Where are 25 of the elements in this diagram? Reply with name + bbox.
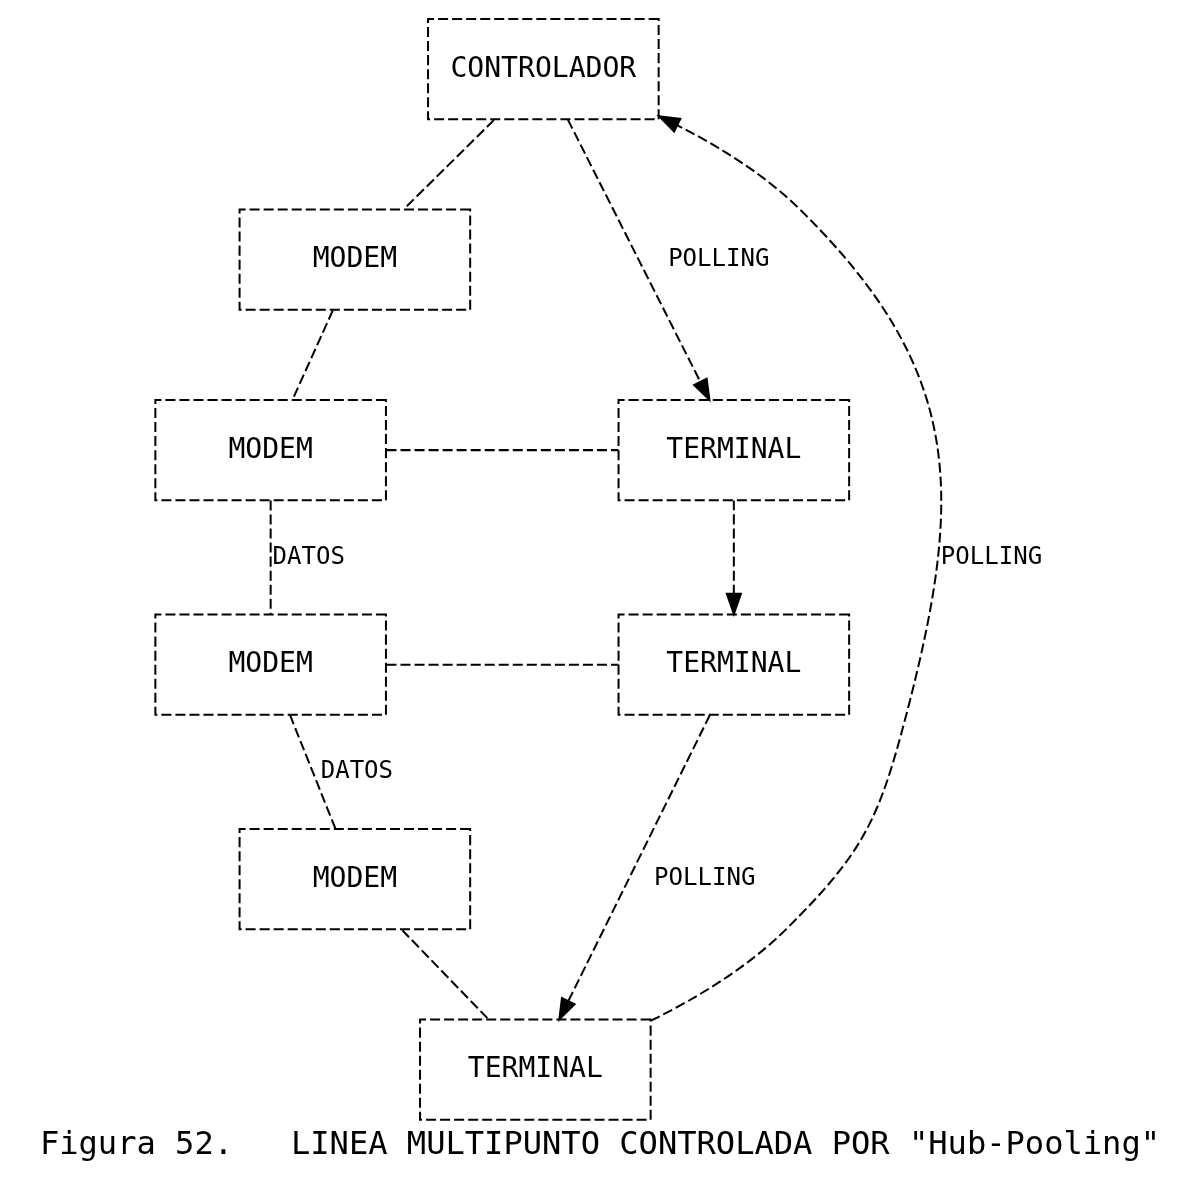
arrow bbox=[558, 714, 711, 1022]
connector bbox=[401, 929, 489, 1020]
node-box: TERMINAL bbox=[617, 613, 851, 716]
connector bbox=[386, 448, 619, 451]
connector bbox=[403, 118, 495, 210]
edge-label: POLLING bbox=[940, 541, 1043, 570]
connector bbox=[289, 714, 337, 829]
arrow bbox=[650, 114, 942, 1022]
arrow bbox=[567, 118, 711, 402]
node-box: TERMINAL bbox=[617, 398, 851, 501]
edge-label: POLLING bbox=[654, 862, 756, 891]
caption: Figura 52. LINEA MULTIPUNTO CONTROLADA POR "Hub-Pooling" bbox=[39, 1123, 1161, 1162]
node-box: MODEM bbox=[238, 208, 472, 311]
node-box: MODEM bbox=[154, 398, 387, 501]
node-box: TERMINAL bbox=[419, 1018, 652, 1121]
arrow bbox=[725, 499, 743, 617]
edge-label: DATOS bbox=[320, 755, 394, 784]
edge-label: DATOS bbox=[272, 541, 345, 570]
node-box: MODEM bbox=[154, 613, 387, 716]
node-box: MODEM bbox=[238, 827, 472, 930]
edge-label: POLLING bbox=[668, 243, 770, 272]
node-box: CONTROLADOR bbox=[427, 17, 660, 120]
connector bbox=[269, 499, 272, 614]
connector bbox=[386, 663, 619, 666]
connector bbox=[291, 309, 334, 400]
